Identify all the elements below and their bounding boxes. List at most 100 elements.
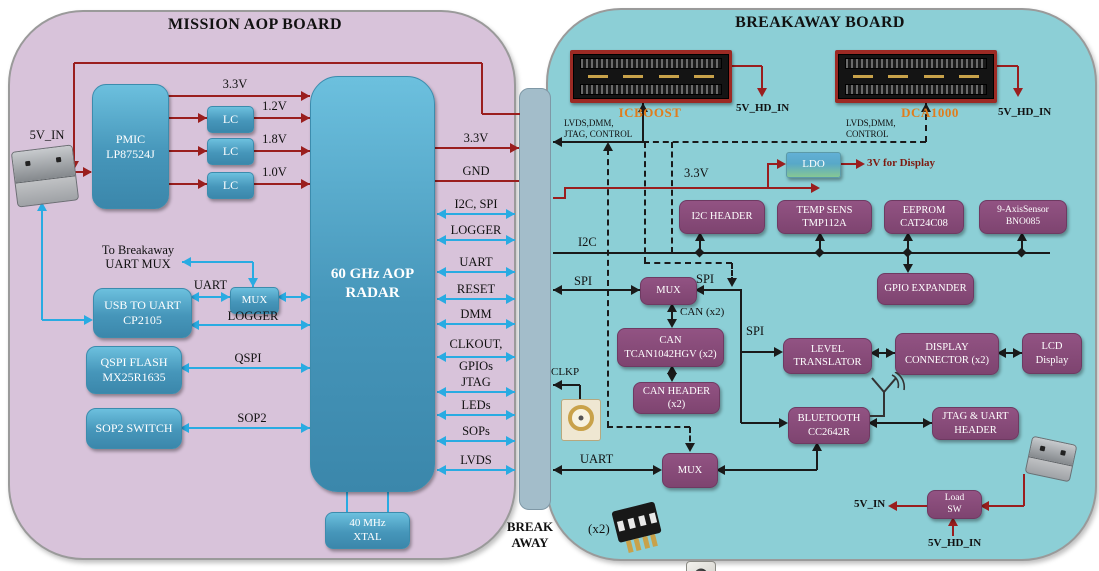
arrowhead [198,146,207,156]
arrowhead [695,285,704,295]
text-line: CAN [659,335,682,347]
text-line: XTAL [353,530,382,543]
arrowhead [506,436,515,446]
wire [553,469,653,471]
arrowhead [221,292,230,302]
wire [437,414,515,416]
wire-label-1v0: 1.0V [262,165,287,179]
block-display-connector: DISPLAY CONNECTOR (x2) [895,333,999,375]
wire [816,444,818,470]
wire [180,427,310,429]
wire [167,183,207,185]
arrowhead [638,103,648,112]
arrowhead [301,179,310,189]
text-line: SW [947,504,962,515]
arrowhead [811,183,820,193]
arrowhead [868,418,877,428]
arrowhead [190,292,199,302]
arrowhead [815,232,825,241]
mission-board-title: MISSION AOP BOARD [168,16,342,33]
wire [732,65,762,67]
text-line: MUX [241,293,268,306]
bar-signal-3v3: 3.3V [463,131,489,145]
text-line: DISPLAY [925,341,969,353]
text-line: PMIC [115,131,146,146]
wire [741,422,782,424]
block-radar: 60 GHz AOP RADAR [310,76,435,492]
breakaway-board-title: BREAKAWAY BOARD [735,14,905,31]
block-lc-3: LC [207,172,254,199]
wire [870,352,895,354]
bar-signal-uart: UART [459,255,493,269]
arrowhead [506,319,515,329]
bar-signal-lvds: LVDS [460,453,492,467]
wire [433,180,519,182]
wire-label-lvds-ctl-1b: JTAG, CONTROL [564,129,633,139]
bar-signal-leds: LEDs [461,398,491,412]
wire [644,262,732,264]
arrowhead [856,159,865,169]
wire [565,187,812,189]
arrowhead [437,465,446,475]
arrowhead [903,232,913,241]
block-xtal: 40 MHz XTAL [325,512,410,549]
text-line: MUX [656,285,681,297]
wire [74,62,482,64]
wire [553,252,1050,254]
arrowhead [1017,232,1027,241]
wire [699,234,701,253]
arrowhead [437,410,446,420]
arrowhead [180,423,189,433]
arrowhead [553,285,562,295]
label-icboost: ICBOOST [618,105,682,120]
arrowhead [301,363,310,373]
pin-row [580,84,722,95]
block-eeprom: EEPROM CAT24C08 [884,200,964,234]
arrowhead [757,88,767,97]
bar-signal-logger: LOGGER [450,223,502,237]
wire [481,63,483,114]
arrowhead [190,320,199,330]
wire [437,356,515,358]
arrowhead [37,202,47,211]
text-line: I2C HEADER [691,211,753,223]
arrowhead [716,465,725,475]
pin-row [580,58,722,69]
bar-signal-reset: RESET [456,282,496,296]
arrowhead [437,436,446,446]
text-line: LEVEL [810,343,845,355]
text-line: Display [1035,354,1069,366]
connector-body [838,54,994,99]
wire [890,505,928,507]
arrowhead [506,209,515,219]
wire [437,440,515,442]
text-line: MX25R1635 [102,370,166,384]
wire [579,385,581,404]
wire [740,289,742,423]
text-line: TMP112A [802,218,847,229]
text-line: USB TO UART [104,298,181,312]
wire-label-1v2: 1.2V [262,99,287,113]
text-line: SOP2 SWITCH [95,421,173,435]
text-line: AWAY [511,535,549,551]
block-lcd-display: LCD Display [1022,333,1082,374]
block-pmic: PMIC LP87524J [92,84,169,209]
text-line: GPIO EXPANDER [884,283,967,295]
arrowhead [667,365,677,374]
text-line: MUX [677,464,703,476]
wire [716,469,817,471]
wire-label-spi-c: SPI [746,324,765,338]
wire-label-can-x2: CAN (x2) [680,306,725,318]
wire-label-uart: UART [193,278,228,292]
usb-shell [11,145,76,184]
wire [190,296,230,298]
wire [907,234,909,253]
label-5v-hd-in-2: 5V_HD_IN [998,106,1052,118]
bar-signal-clkout: CLKOUT, [449,337,503,351]
bar-signal-dmm: DMM [460,307,492,321]
wire [553,289,640,291]
block-level-translator: LEVEL TRANSLATOR [783,338,872,374]
block-bluetooth: BLUETOOTH CC2642R [788,407,870,444]
wire [437,298,515,300]
arrowhead [667,303,677,312]
